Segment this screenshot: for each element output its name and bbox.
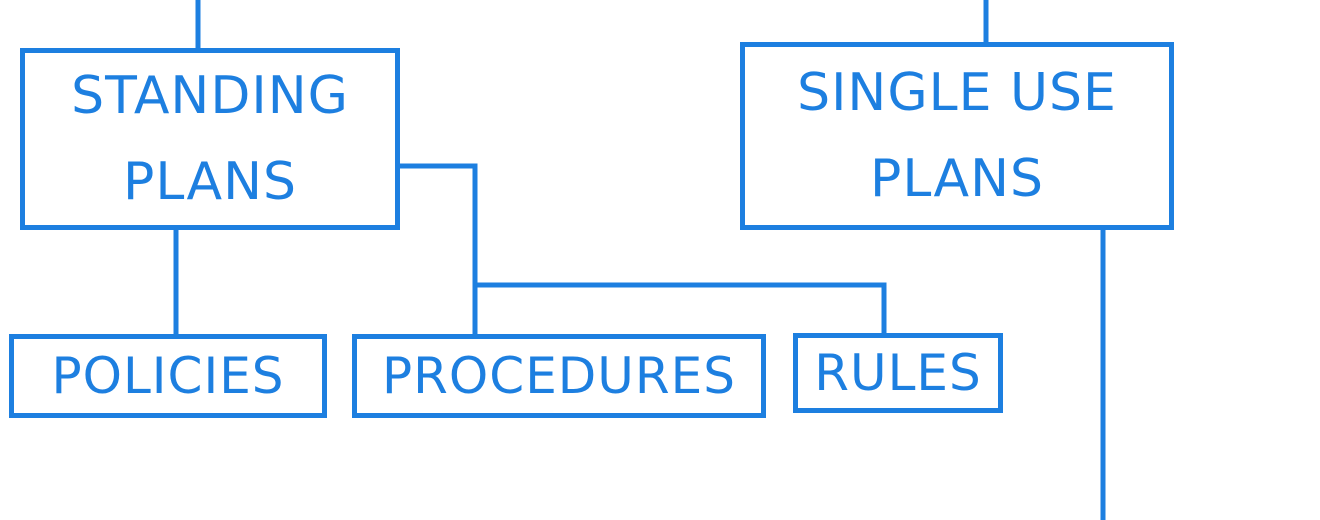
procedures-box: PROCEDURES <box>352 334 766 418</box>
rules-box: RULES <box>793 333 1003 413</box>
single-use-plans-label: SINGLE USE PLANS <box>797 63 1117 209</box>
connector-standing-to-procedures-rules <box>397 163 478 337</box>
policies-label: POLICIES <box>51 347 285 405</box>
rules-label: RULES <box>814 344 982 402</box>
connector-rules-branch <box>472 282 887 336</box>
standing-plans-label: STANDING PLANS <box>71 66 349 212</box>
procedures-label: PROCEDURES <box>382 347 736 405</box>
single-use-plans-box: SINGLE USE PLANS <box>740 42 1174 230</box>
standing-plans-box: STANDING PLANS <box>20 48 400 230</box>
policies-box: POLICIES <box>9 334 327 418</box>
